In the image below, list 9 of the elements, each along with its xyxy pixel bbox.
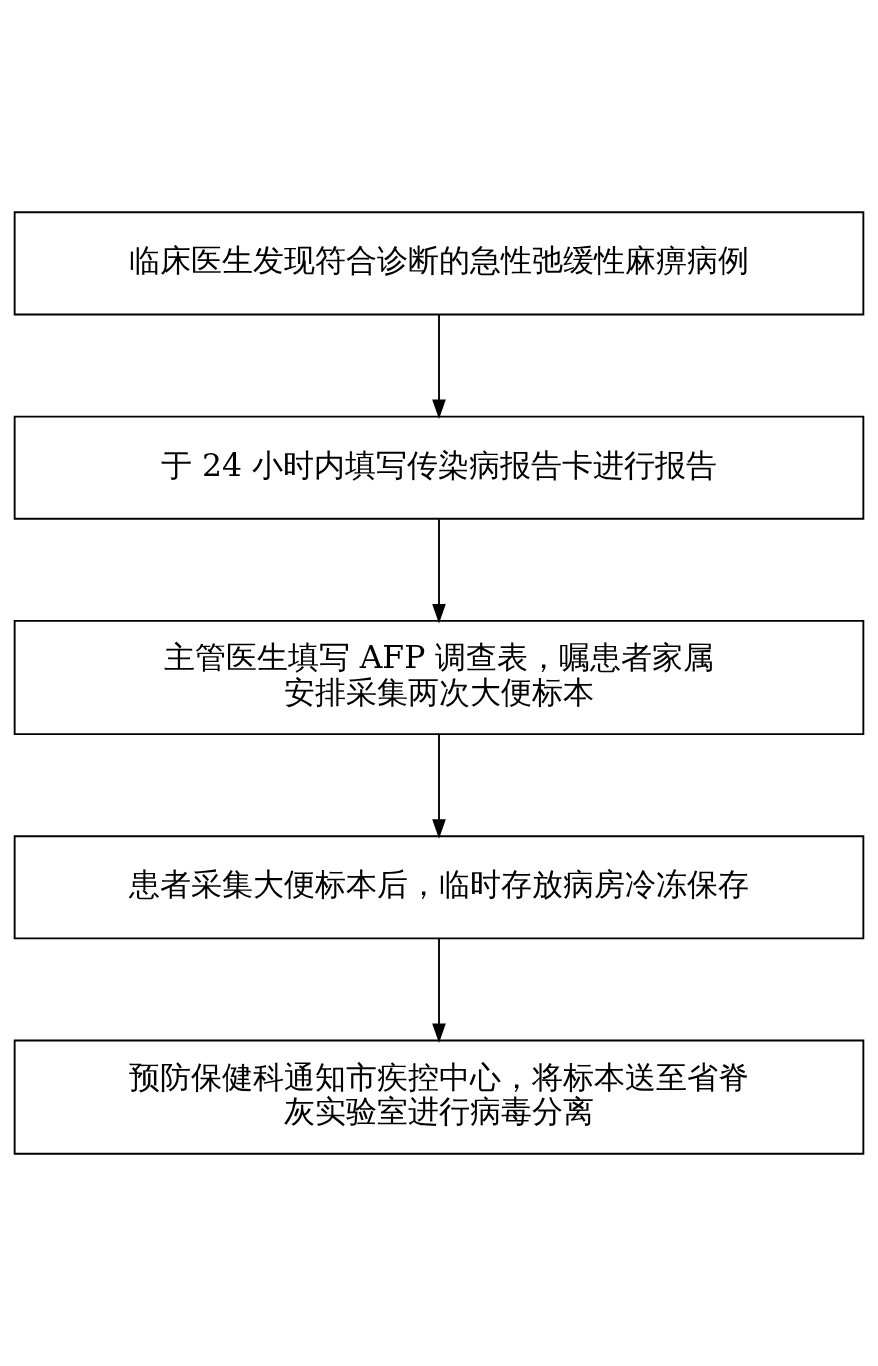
node-box: 于 24 小时内填写传染病报告卡进行报告 [13, 415, 865, 520]
node-box: 临床医生发现符合诊断的急性弛缓性麻痹病例 [13, 211, 865, 316]
arrow [432, 518, 446, 624]
arrow [432, 733, 446, 839]
node-box: 主管医生填写 AFP 调查表，嘱患者家属安排采集两次大便标本 [13, 619, 865, 736]
node-box: 患者采集大便标本后，临时存放病房冷冻保存 [13, 835, 865, 940]
node-box: 预防保健科通知市疾控中心，将标本送至省脊灰实验室进行病毒分离 [13, 1039, 865, 1155]
arrow [432, 313, 446, 420]
arrow [432, 937, 446, 1044]
